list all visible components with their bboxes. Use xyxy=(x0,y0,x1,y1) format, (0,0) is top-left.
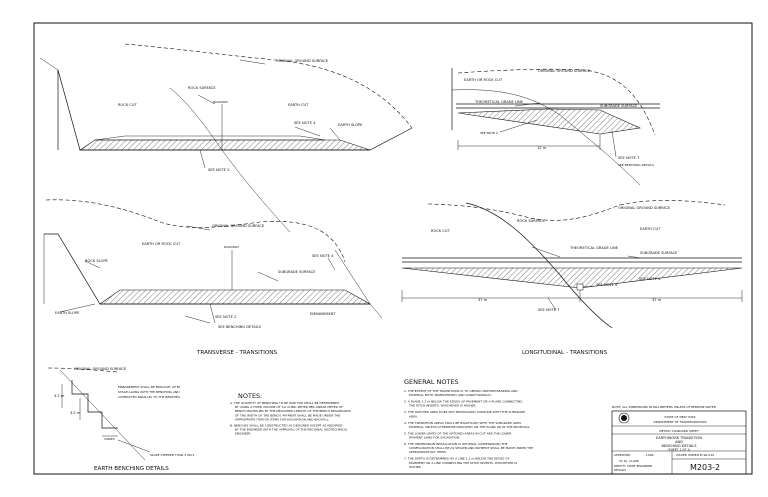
label-ogs-5: ORIGINAL GROUND SURFACE xyxy=(74,367,127,371)
label-rock-surface-1: ROCK SURFACE xyxy=(188,86,216,90)
label-earth-cut-2: EARTH CUT xyxy=(640,227,661,231)
general-note-item-6: 6. THE UNDERDRAIN INSTALLATION IS OPTION… xyxy=(404,442,533,454)
tb-signer-title2: DESIGN xyxy=(614,468,626,472)
tb-state: STATE OF NEW YORK xyxy=(664,415,696,419)
tb-approved-date: , 1996 xyxy=(644,453,654,457)
label-see-benching-details: SEE BENCHING DETAILS xyxy=(218,325,262,329)
label-earth-cut-1: EARTH CUT xyxy=(288,103,309,107)
general-note-item-3: 3. THE HATCHED AREA DOES NOT NECESSARILY… xyxy=(404,410,525,418)
tb-title1: EARTHWORK TRANSITION xyxy=(656,436,702,440)
tb-number: M203-2 xyxy=(690,463,720,472)
label-see-note-7-2: SEE NOTE 7 xyxy=(538,308,559,312)
label-rock-cut: ROCK CUT xyxy=(118,103,137,107)
label-earth-slope-1: EARTH SLOPE xyxy=(338,123,363,127)
caption-transverse: TRANSVERSE - TRANSITIONS xyxy=(196,350,277,356)
label-dim-12m: 12 m xyxy=(537,146,547,150)
benching-detail xyxy=(47,367,151,461)
label-see-note-7-1: SEE NOTE 7 xyxy=(618,156,639,160)
label-see-note-4-3: SEE NOTE 4 xyxy=(480,131,498,135)
general-notes-items: 1. THE EXTENT OF THE TRANSITIONS IS TO O… xyxy=(404,389,533,469)
label-rock-surface-2: ROCK SURFACE xyxy=(517,219,545,223)
caption-benching: EARTH BENCHING DETAILS xyxy=(94,466,169,472)
dims-note: NOTE: ALL DIMENSIONS IN MILLIMETERS UNLE… xyxy=(612,405,717,409)
label-dim-3-2m-2: 3.2 m xyxy=(70,411,81,415)
tb-metric: METRIC STANDARD SHEET xyxy=(659,429,699,433)
label-ogs-1: ORIGINAL GROUND SURFACE xyxy=(276,59,329,63)
tb-sheet: (SHEET 1 OF 1) xyxy=(668,448,691,452)
caption-longitudinal: LONGITUDINAL - TRANSITIONS xyxy=(522,350,608,356)
tb-title2: AND xyxy=(675,440,683,444)
label-theoretical-grade-line-1: THEORETICAL GRADE LINE xyxy=(474,100,524,104)
tb-signature: /S/ P.J. CLARK xyxy=(619,459,640,463)
benching-text-2: STAGE ALONG WITH THE BENCHING AND xyxy=(118,390,180,394)
benching-text-1: EMBANKMENT SHALL BE BROUGHT UP BY xyxy=(118,385,181,389)
label-see-benching-details-lc: SEE BENCHING DETAILS xyxy=(618,163,654,167)
general-note-item-1: 1. THE EXTENT OF THE TRANSITIONS IS TO O… xyxy=(404,389,518,397)
label-see-note-4-1: SEE NOTE 4 xyxy=(294,121,316,125)
longitudinal-top-section xyxy=(451,68,660,186)
label-earth-or-rock-cut: EARTH OR ROCK CUT xyxy=(142,242,181,246)
note-item-1: A. THE QUANTITY OF BENCHING TO BE PAID F… xyxy=(230,401,351,421)
label-dim-37m-right: 37 m xyxy=(652,298,662,302)
label-roadway-1: ROADWAY xyxy=(213,100,228,104)
general-note-item-4: 4. THE TRANSITION AREAS SHALL BE BACKFIL… xyxy=(404,421,530,429)
notes-heading: NOTES: xyxy=(238,392,262,400)
label-subgrade-surface-3: SUBGRADE SURFACE xyxy=(640,251,678,255)
dot-seal-icon xyxy=(618,412,630,424)
label-theoretical-grade-line-2: THEORETICAL GRADE LINE xyxy=(569,246,619,250)
label-see-note-6: SEE NOTE 6 xyxy=(596,283,618,287)
label-see-note-2-1: SEE NOTE 2 xyxy=(208,168,229,172)
general-note-item-2: 2. A PLANE 1.2 m BELOW THE EDGES OF PAVE… xyxy=(404,400,523,408)
label-varies: VARIES xyxy=(104,437,115,441)
transverse-middle-section xyxy=(43,199,383,324)
notes-items: A. THE QUANTITY OF BENCHING TO BE PAID F… xyxy=(230,401,351,436)
label-roadway-2: ROADWAY xyxy=(224,245,239,249)
general-note-item-5: 5. THE LOWER LIMITS OF THE HATCHED AREAS… xyxy=(404,431,511,439)
label-ogs-2: ORIGINAL GROUND SURFACE xyxy=(212,224,265,228)
label-earth-slope-2: EARTH SLOPE xyxy=(55,311,80,315)
tb-title3: BENCHING DETAILS xyxy=(661,444,697,448)
label-dim-37m-left: 37 m xyxy=(478,298,488,302)
label-subgrade-surface-1: SUBGRADE SURFACE xyxy=(278,270,316,274)
label-subgrade-surface-2: SUBGRADE SURFACE xyxy=(600,104,638,108)
longitudinal-middle-section xyxy=(401,200,743,329)
label-see-note-4-2: SEE NOTE 4 xyxy=(312,254,334,258)
label-dim-3-2m-1: 3.2 m xyxy=(54,394,65,398)
sheet-border xyxy=(33,22,753,475)
benching-text-3: COMPACTED PARALLEL TO THE BENCHES. xyxy=(118,395,181,399)
label-embankment: EMBANKMENT xyxy=(310,312,336,316)
label-ogs-3: ORIGINAL GROUND SURFACE xyxy=(538,69,591,73)
tb-issued: ISSUED UNDER EI 96-019 xyxy=(676,453,714,457)
tb-approved-label: APPROVED xyxy=(614,453,631,457)
label-see-note-4-4: SEE NOTE 4 xyxy=(639,277,661,281)
general-notes-heading: GENERAL NOTES xyxy=(404,378,459,386)
label-ogs-4: ORIGINAL GROUND SURFACE xyxy=(618,206,671,210)
tb-signer-title1: DEPUTY CHIEF ENGINEER xyxy=(614,464,652,468)
tb-dept: DEPARTMENT OF TRANSPORTATION xyxy=(654,420,707,424)
label-rock-cut-2: ROCK CUT xyxy=(431,229,450,233)
note-item-2: B. BENCHES SHALL BE CONSTRUCTED AS DESIG… xyxy=(230,424,348,436)
title-block xyxy=(611,410,747,475)
transverse-top-section xyxy=(39,43,413,233)
label-slope-steeper: SLOPE STEEPER THAN 3 ON 5 xyxy=(150,453,195,457)
label-see-note-2-2: SEE NOTE 2 xyxy=(215,315,236,319)
general-note-item-7: 7. THE DEPTH IS DETERMINED BY A LINE 1.2… xyxy=(404,457,517,469)
label-earth-or-rock-cut-top: EARTH OR ROCK CUT xyxy=(464,78,503,82)
label-rock-slope: ROCK SLOPE xyxy=(85,259,108,263)
